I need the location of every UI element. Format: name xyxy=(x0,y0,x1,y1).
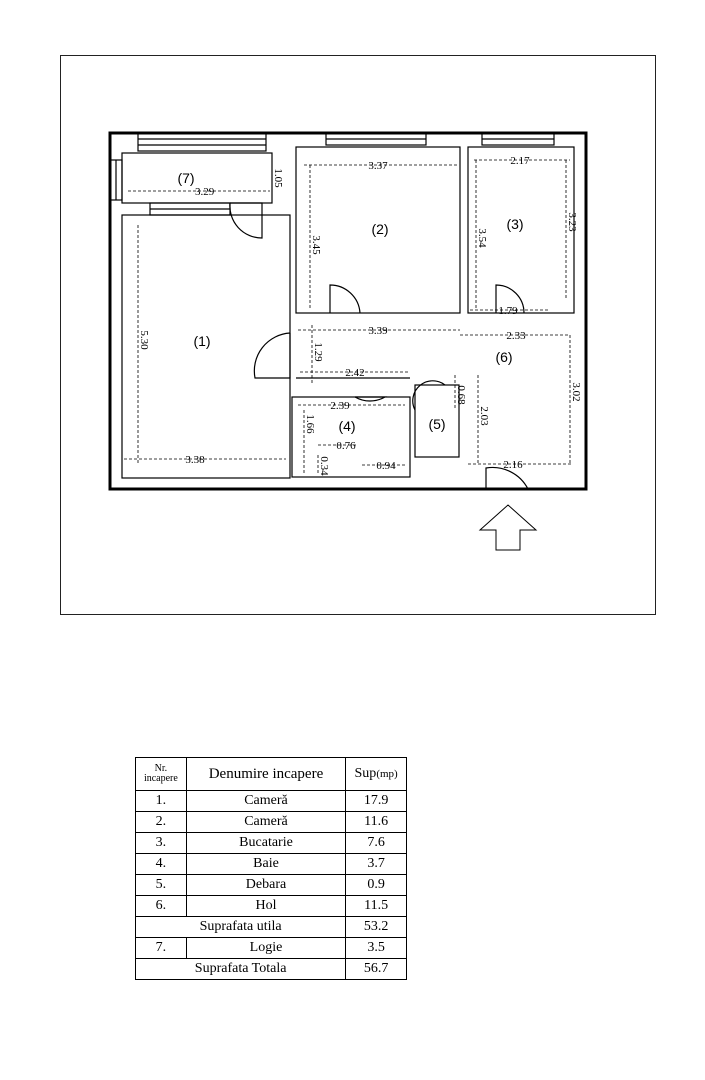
window-top-mid xyxy=(325,132,427,146)
dim-label: 3.54 xyxy=(476,228,488,248)
room-label-5: (5) xyxy=(428,416,445,432)
dim-label: 2.42 xyxy=(345,367,364,379)
dim-label: 3.02 xyxy=(570,382,582,401)
floor-plan: 3.29 1.05 3.37 2.17 3.45 3.54 3.23 5.30 … xyxy=(108,131,588,551)
dim-label: 1.29 xyxy=(312,342,324,362)
room-label-7: (7) xyxy=(177,170,194,186)
room-label-3: (3) xyxy=(506,216,523,232)
dim-label: 2.17 xyxy=(510,155,530,167)
dim-label: 1.66 xyxy=(304,414,316,434)
dim-label: 0.94 xyxy=(376,460,396,472)
dim-label: 1.79 xyxy=(498,305,518,317)
door-loggia xyxy=(229,202,263,239)
room-label-1: (1) xyxy=(193,333,210,349)
dim-label: 3.38 xyxy=(185,454,205,466)
dim-label: 2.03 xyxy=(478,406,490,426)
dim-label: 1.05 xyxy=(272,168,284,188)
window-top-left xyxy=(137,132,267,152)
dim-label: 5.30 xyxy=(138,330,150,350)
header-sup: Sup(mp) xyxy=(345,757,407,791)
dim-label: 0.76 xyxy=(336,440,356,452)
area-table: Nr.incapere Denumire incapere Sup(mp) 1.… xyxy=(134,757,407,980)
dim-label: 3.37 xyxy=(368,160,388,172)
dim-label: 3.29 xyxy=(195,186,215,198)
dim-label: 3.45 xyxy=(310,235,322,255)
door-room-1 xyxy=(253,332,291,379)
door-room-3 xyxy=(495,284,525,314)
window-top-right xyxy=(481,132,555,146)
dim-label: 2.33 xyxy=(506,330,526,342)
plan-frame xyxy=(60,55,656,615)
window-loggia-inner xyxy=(149,202,231,216)
room-label-4: (4) xyxy=(338,418,355,434)
room-2-walls xyxy=(295,146,461,314)
dim-label: 2.16 xyxy=(503,459,523,471)
room-label-6: (6) xyxy=(495,349,512,365)
room-5-walls xyxy=(414,384,460,458)
header-nr: Nr.incapere xyxy=(135,757,187,791)
door-entry xyxy=(485,466,529,490)
header-name: Denumire incapere xyxy=(185,757,347,791)
door-room-2 xyxy=(329,284,361,314)
dimension-lines xyxy=(124,155,572,475)
dim-label: 3.23 xyxy=(566,212,578,232)
dim-label: 2.39 xyxy=(330,400,350,412)
dim-label: 0.34 xyxy=(318,456,330,476)
window-left xyxy=(109,159,123,201)
door-room-4 xyxy=(354,396,388,402)
room-label-2: (2) xyxy=(371,221,388,237)
door-room-5 xyxy=(412,380,446,411)
dim-label: 3.39 xyxy=(368,325,388,337)
table-header-row: Nr.incapere Denumire incapere Sup(mp) xyxy=(135,757,407,791)
room-4-walls xyxy=(291,396,411,478)
room-3-walls xyxy=(467,146,575,314)
dim-label: 0.68 xyxy=(455,385,467,405)
entrance-arrow xyxy=(478,504,538,551)
